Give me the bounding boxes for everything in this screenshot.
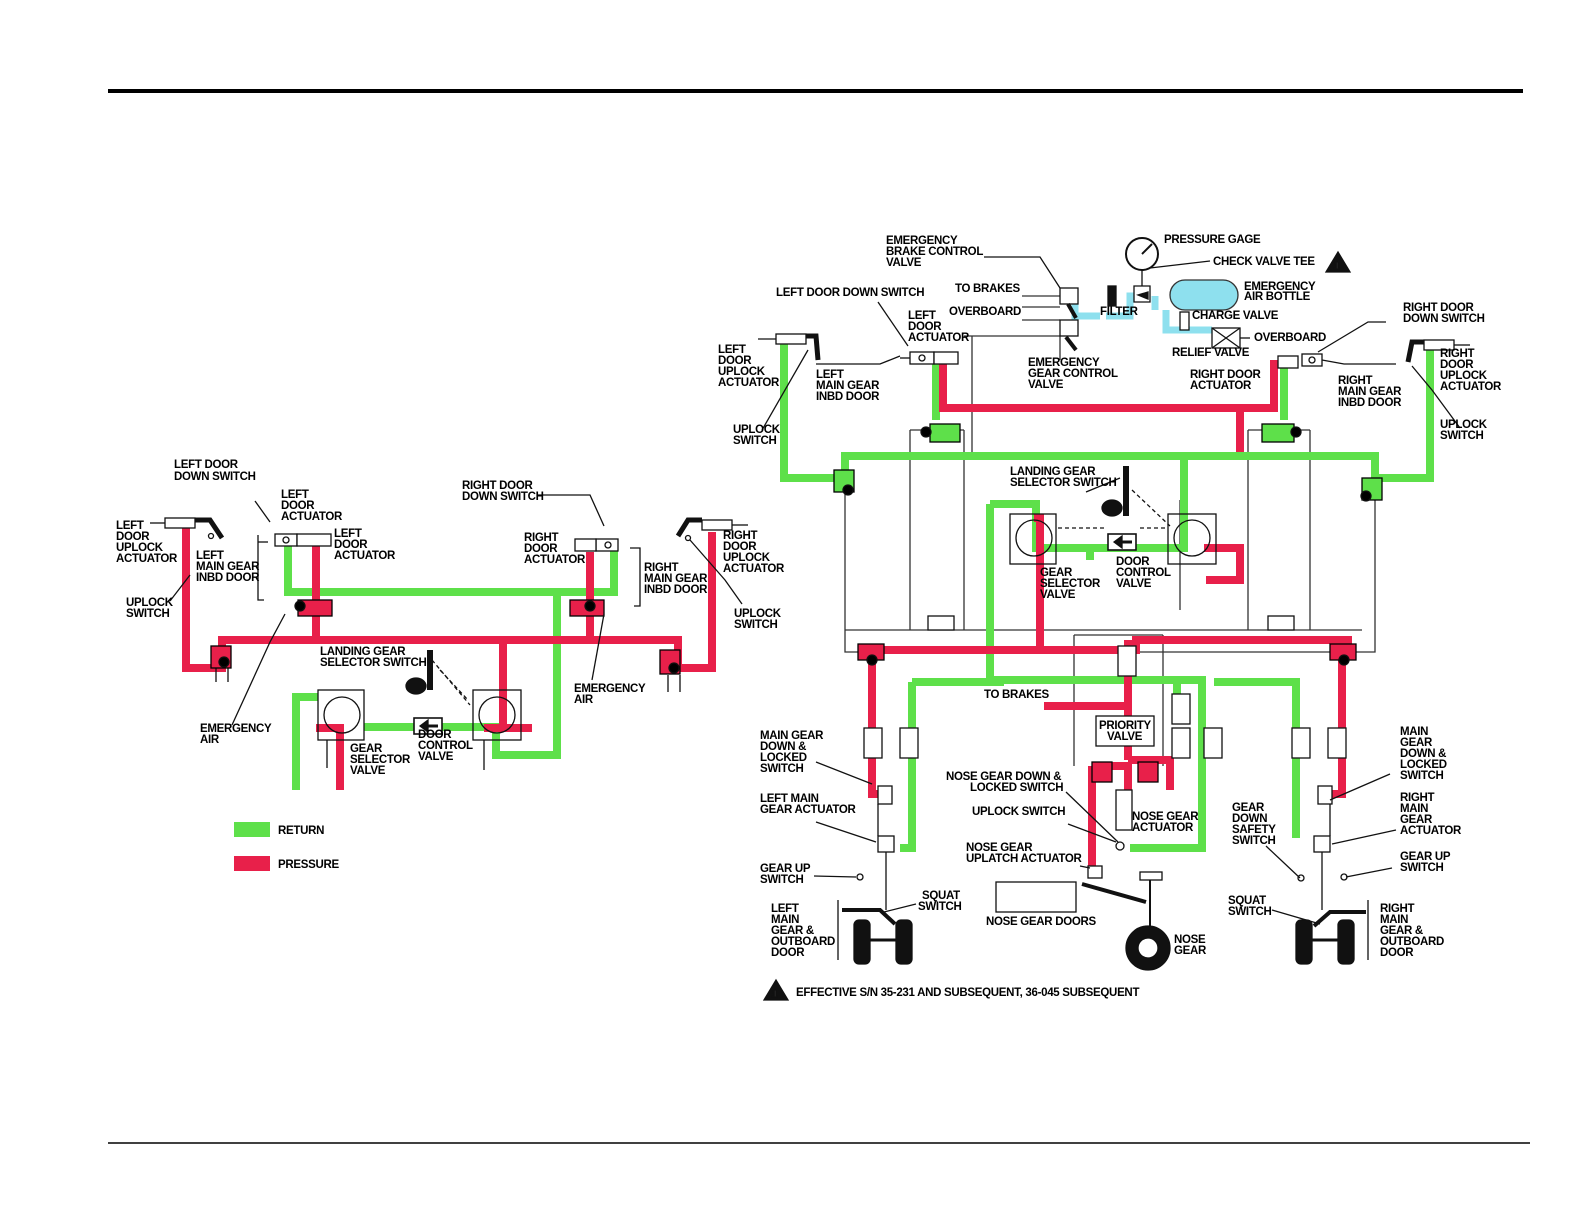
svg-text:1: 1 (1334, 261, 1340, 272)
legend-return-label: RETURN (278, 825, 324, 837)
charge-valve-label: CHARGE VALVE (1192, 310, 1279, 322)
nose-gear-doors-label: NOSE GEAR DOORS (986, 916, 1097, 928)
left-leaders (169, 494, 743, 726)
to-brakes-mid-label: TO BRAKES (984, 689, 1049, 701)
left-door-down-switch-label-right: LEFT DOOR DOWN SWITCH (776, 287, 924, 299)
check-valve-tee-label: CHECK VALVE TEE (1213, 256, 1315, 268)
pressure-gage-label: PRESSURE GAGE (1164, 234, 1261, 246)
right-components: 1 (758, 237, 1470, 1001)
to-brakes-top-label: TO BRAKES (955, 283, 1020, 295)
legend-pressure-label: PRESSURE (278, 859, 339, 871)
relief-valve-label: RELIEF VALVE (1172, 347, 1250, 359)
right-schematic: 1 (718, 234, 1502, 1001)
legend-return-swatch (234, 822, 270, 837)
effectivity-note: EFFECTIVE S/N 35-231 AND SUBSEQUENT, 36-… (796, 987, 1139, 999)
overboard-right-label: OVERBOARD (1254, 332, 1326, 344)
left-pressure-lines (182, 526, 716, 790)
nose-gear-down-locked-switch-label: NOSE GEAR DOWN &LOCKED SWITCH (946, 771, 1063, 794)
svg-text:1: 1 (772, 989, 778, 1000)
left-components (150, 517, 748, 770)
filter-label: FILTER (1100, 306, 1139, 318)
overboard-left-label: OVERBOARD (949, 306, 1021, 318)
uplock-switch-nose-label: UPLOCK SWITCH (972, 806, 1065, 818)
right-pressure-lines (868, 360, 1352, 870)
right-leaders (761, 256, 1461, 925)
legend-pressure-swatch (234, 856, 270, 871)
